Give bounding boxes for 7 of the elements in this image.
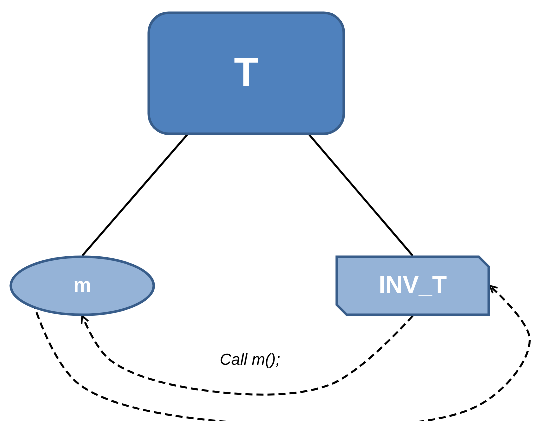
node-label: INV_T — [378, 272, 447, 300]
connector-line — [82, 134, 188, 257]
edge-label: Call m(); — [218, 352, 282, 370]
dashed-arrow — [81, 315, 414, 396]
connector-line — [308, 134, 414, 257]
node-label: T — [234, 51, 259, 96]
node-label: m — [74, 274, 92, 298]
